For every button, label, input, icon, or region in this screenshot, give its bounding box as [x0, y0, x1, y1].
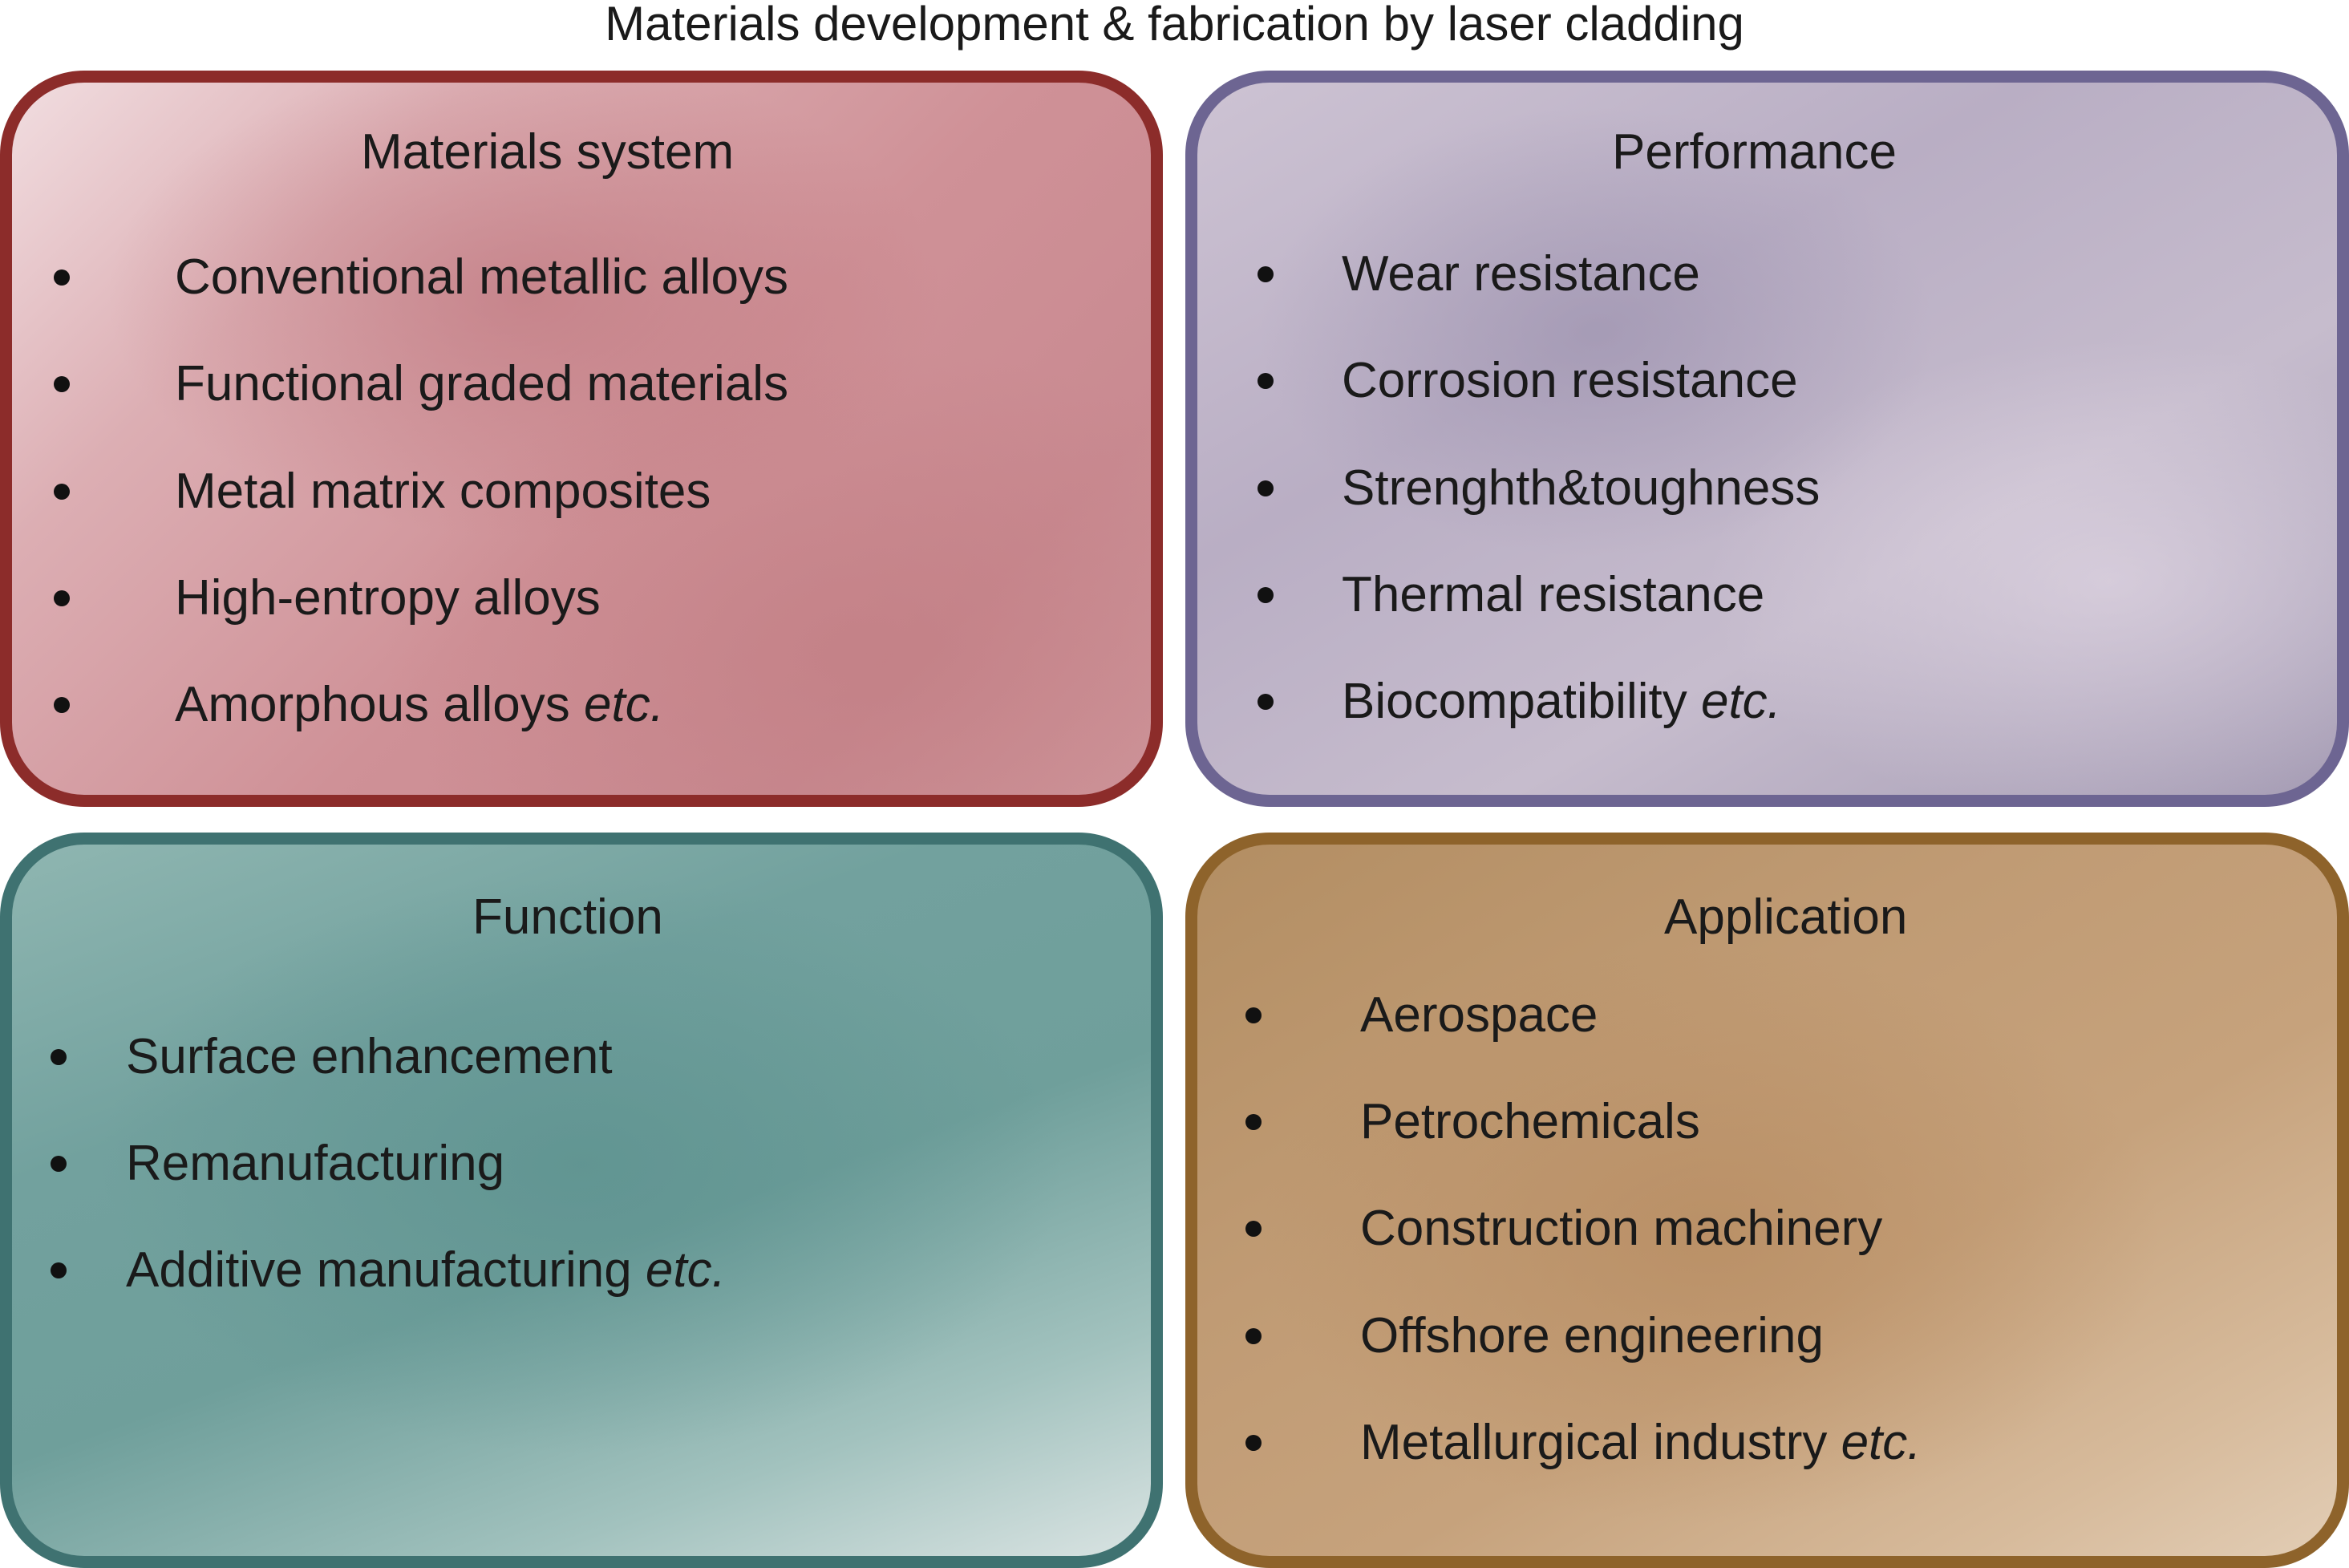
panel-heading: Materials system — [361, 124, 735, 180]
bullet-list: Conventional metallic alloys Functional … — [12, 83, 1151, 795]
bullet-icon — [1245, 1328, 1262, 1344]
bullet-icon — [51, 1156, 67, 1172]
panel-heading: Application — [1664, 889, 1908, 945]
list-item: Functional graded materials — [12, 352, 1151, 416]
diagram-title: Materials development & fabrication by l… — [605, 0, 1744, 51]
bullet-icon — [1258, 480, 1274, 496]
panel-heading: Performance — [1612, 124, 1897, 180]
list-item: Petrochemicals — [1197, 1090, 2337, 1154]
function-panel: Function Surface enhancement Remanufactu… — [0, 833, 1163, 1568]
list-item: Corrosion resistance — [1197, 349, 2337, 413]
list-item: Thermal resistance — [1197, 563, 2337, 627]
bullet-icon — [51, 1049, 67, 1065]
performance-panel: Performance Wear resistance Corrosion re… — [1185, 71, 2349, 807]
list-item-text: Strenghth&toughness — [1342, 460, 1820, 516]
list-item: Construction machinery — [1197, 1197, 2337, 1261]
list-item-text: Functional graded materials — [175, 356, 789, 411]
list-item-text: Amorphous alloys etc. — [175, 677, 664, 732]
materials-system-panel: Materials system Conventional metallic a… — [0, 71, 1163, 807]
panel-heading: Function — [472, 889, 663, 945]
list-item: High-entropy alloys — [12, 566, 1151, 630]
list-item-text: Metal matrix composites — [175, 464, 711, 519]
list-item-text: Surface enhancement — [126, 1029, 613, 1084]
list-item-text: Construction machinery — [1360, 1201, 1883, 1256]
list-item: Wear resistance — [1197, 242, 2337, 306]
list-item: Metallurgical industry etc. — [1197, 1411, 2337, 1475]
bullet-icon — [1258, 373, 1274, 389]
list-item-text: Metallurgical industry etc. — [1360, 1415, 1922, 1470]
list-item: Offshore engineering — [1197, 1304, 2337, 1368]
list-item-text: Conventional metallic alloys — [175, 249, 789, 305]
list-item: Metal matrix composites — [12, 460, 1151, 524]
bullet-icon — [1258, 587, 1274, 603]
list-item-text: Offshore engineering — [1360, 1308, 1824, 1363]
list-item-text: Wear resistance — [1342, 246, 1700, 302]
list-item-text: Remanufacturing — [126, 1136, 505, 1191]
list-item-text: Additive manufacturing etc. — [126, 1242, 726, 1298]
bullet-list: Wear resistance Corrosion resistance Str… — [1197, 83, 2337, 795]
bullet-icon — [1258, 694, 1274, 710]
list-item: Additive manufacturing etc. — [12, 1238, 1151, 1303]
list-item-text: Aerospace — [1360, 987, 1598, 1043]
bullet-icon — [51, 1262, 67, 1278]
list-item: Remanufacturing — [12, 1132, 1151, 1196]
bullet-icon — [1245, 1435, 1262, 1451]
bullet-list: Aerospace Petrochemicals Construction ma… — [1197, 845, 2337, 1556]
list-item-text: Biocompatibility etc. — [1342, 674, 1781, 729]
list-item-text: Thermal resistance — [1342, 567, 1765, 622]
bullet-icon — [1245, 1007, 1262, 1023]
list-item-text: Corrosion resistance — [1342, 353, 1798, 408]
list-item: Surface enhancement — [12, 1025, 1151, 1089]
list-item: Aerospace — [1197, 983, 2337, 1047]
bullet-icon — [54, 697, 70, 713]
bullet-icon — [54, 484, 70, 500]
list-item-text: High-entropy alloys — [175, 570, 601, 626]
bullet-icon — [54, 376, 70, 392]
bullet-icon — [1258, 266, 1274, 282]
bullet-icon — [1245, 1114, 1262, 1130]
bullet-icon — [1245, 1221, 1262, 1237]
list-item: Biocompatibility etc. — [1197, 670, 2337, 734]
bullet-icon — [54, 590, 70, 606]
list-item-text: Petrochemicals — [1360, 1094, 1700, 1149]
bullet-icon — [54, 269, 70, 286]
bullet-list: Surface enhancement Remanufacturing Addi… — [12, 845, 1151, 1556]
list-item: Strenghth&toughness — [1197, 456, 2337, 521]
application-panel: Application Aerospace Petrochemicals Con… — [1185, 833, 2349, 1568]
list-item: Amorphous alloys etc. — [12, 673, 1151, 737]
list-item: Conventional metallic alloys — [12, 245, 1151, 310]
